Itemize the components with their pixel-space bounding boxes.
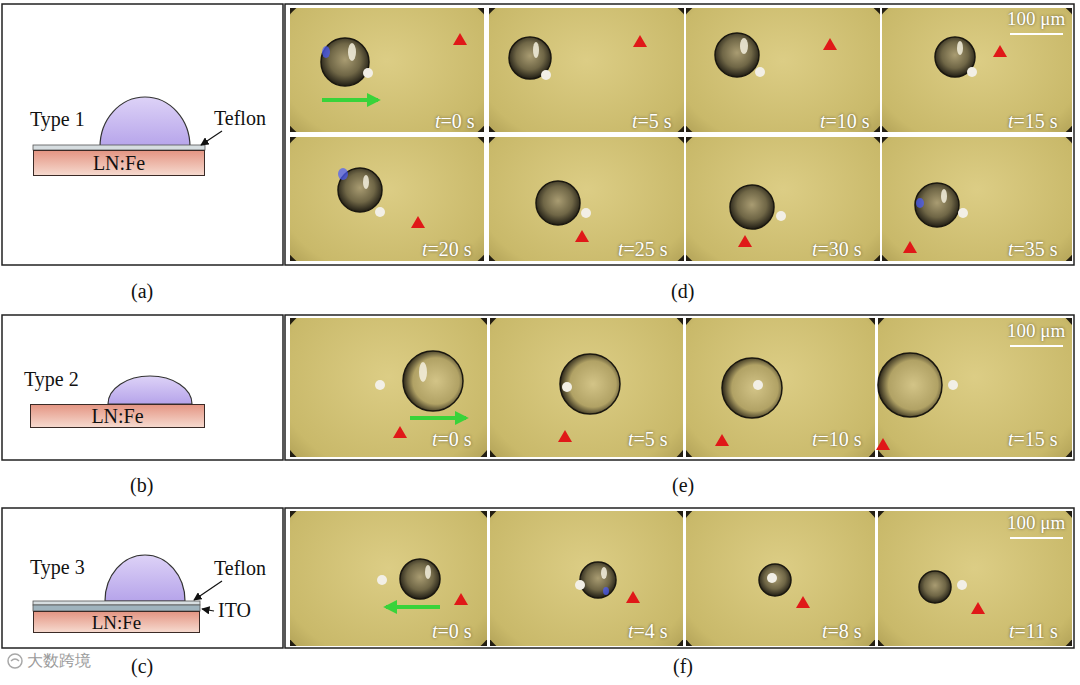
schematic-type-2: [108, 376, 192, 404]
layer-label: LN:Fe: [92, 613, 142, 632]
time-stamp: t=25 s: [618, 238, 668, 260]
droplet-highlights: [348, 38, 963, 579]
layer-label: LN:Fe: [91, 406, 143, 426]
micrograph-frames-f: [266, 476, 1080, 681]
substrate-layer: LN:Fe: [30, 404, 205, 428]
scale-bars: [1010, 34, 1063, 538]
layer-callout: Teflon: [214, 107, 266, 129]
laser-spot-dots: [363, 67, 977, 590]
time-stamp: t=0 s: [432, 620, 472, 642]
time-stamp: t=20 s: [422, 238, 472, 260]
droplets: [321, 33, 975, 603]
blue-reflections: [322, 46, 924, 595]
panel-label: (d): [671, 280, 694, 302]
layer-callout: ITO: [218, 599, 251, 621]
time-stamp: t=10 s: [820, 110, 870, 132]
layer-label: LN:Fe: [93, 153, 145, 173]
panel-label: (e): [672, 474, 694, 496]
time-stamp: t=0 s: [432, 428, 472, 450]
scale-label: 100 μm: [1007, 321, 1065, 342]
panel-label: (b): [130, 474, 153, 496]
type-label: Type 2: [24, 368, 79, 390]
time-stamp: t=10 s: [812, 428, 862, 450]
time-stamp: t=11 s: [1009, 620, 1058, 642]
time-stamp: t=15 s: [1008, 428, 1058, 450]
time-stamp: t=4 s: [628, 620, 668, 642]
motion-arrows: [322, 100, 466, 607]
time-stamp: t=5 s: [628, 428, 668, 450]
micrograph-frames-d: [267, 0, 1080, 293]
panel-label: (f): [673, 655, 693, 677]
time-stamp: t=30 s: [812, 238, 862, 260]
time-stamp: t=8 s: [822, 620, 862, 642]
time-stamp: t=0 s: [435, 110, 475, 132]
micrograph-frames-e: [266, 282, 1080, 493]
time-stamp: t=15 s: [1008, 110, 1058, 132]
reference-triangles: [393, 33, 1007, 614]
type-label: Type 1: [30, 108, 85, 130]
substrate-layer: LN:Fe: [33, 150, 205, 176]
panel-label: (a): [131, 280, 153, 302]
panel-label: (c): [131, 655, 153, 677]
scale-label: 100 μm: [1007, 513, 1065, 534]
time-stamp: t=5 s: [632, 110, 672, 132]
layer-callout: Teflon: [214, 557, 266, 579]
scale-label: 100 μm: [1007, 9, 1065, 30]
substrate-layer: LN:Fe: [33, 611, 200, 633]
watermark: 大数跨境: [27, 652, 91, 670]
type-label: Type 3: [30, 556, 85, 578]
time-stamp: t=35 s: [1008, 238, 1058, 260]
watermark-icon: [8, 654, 22, 668]
